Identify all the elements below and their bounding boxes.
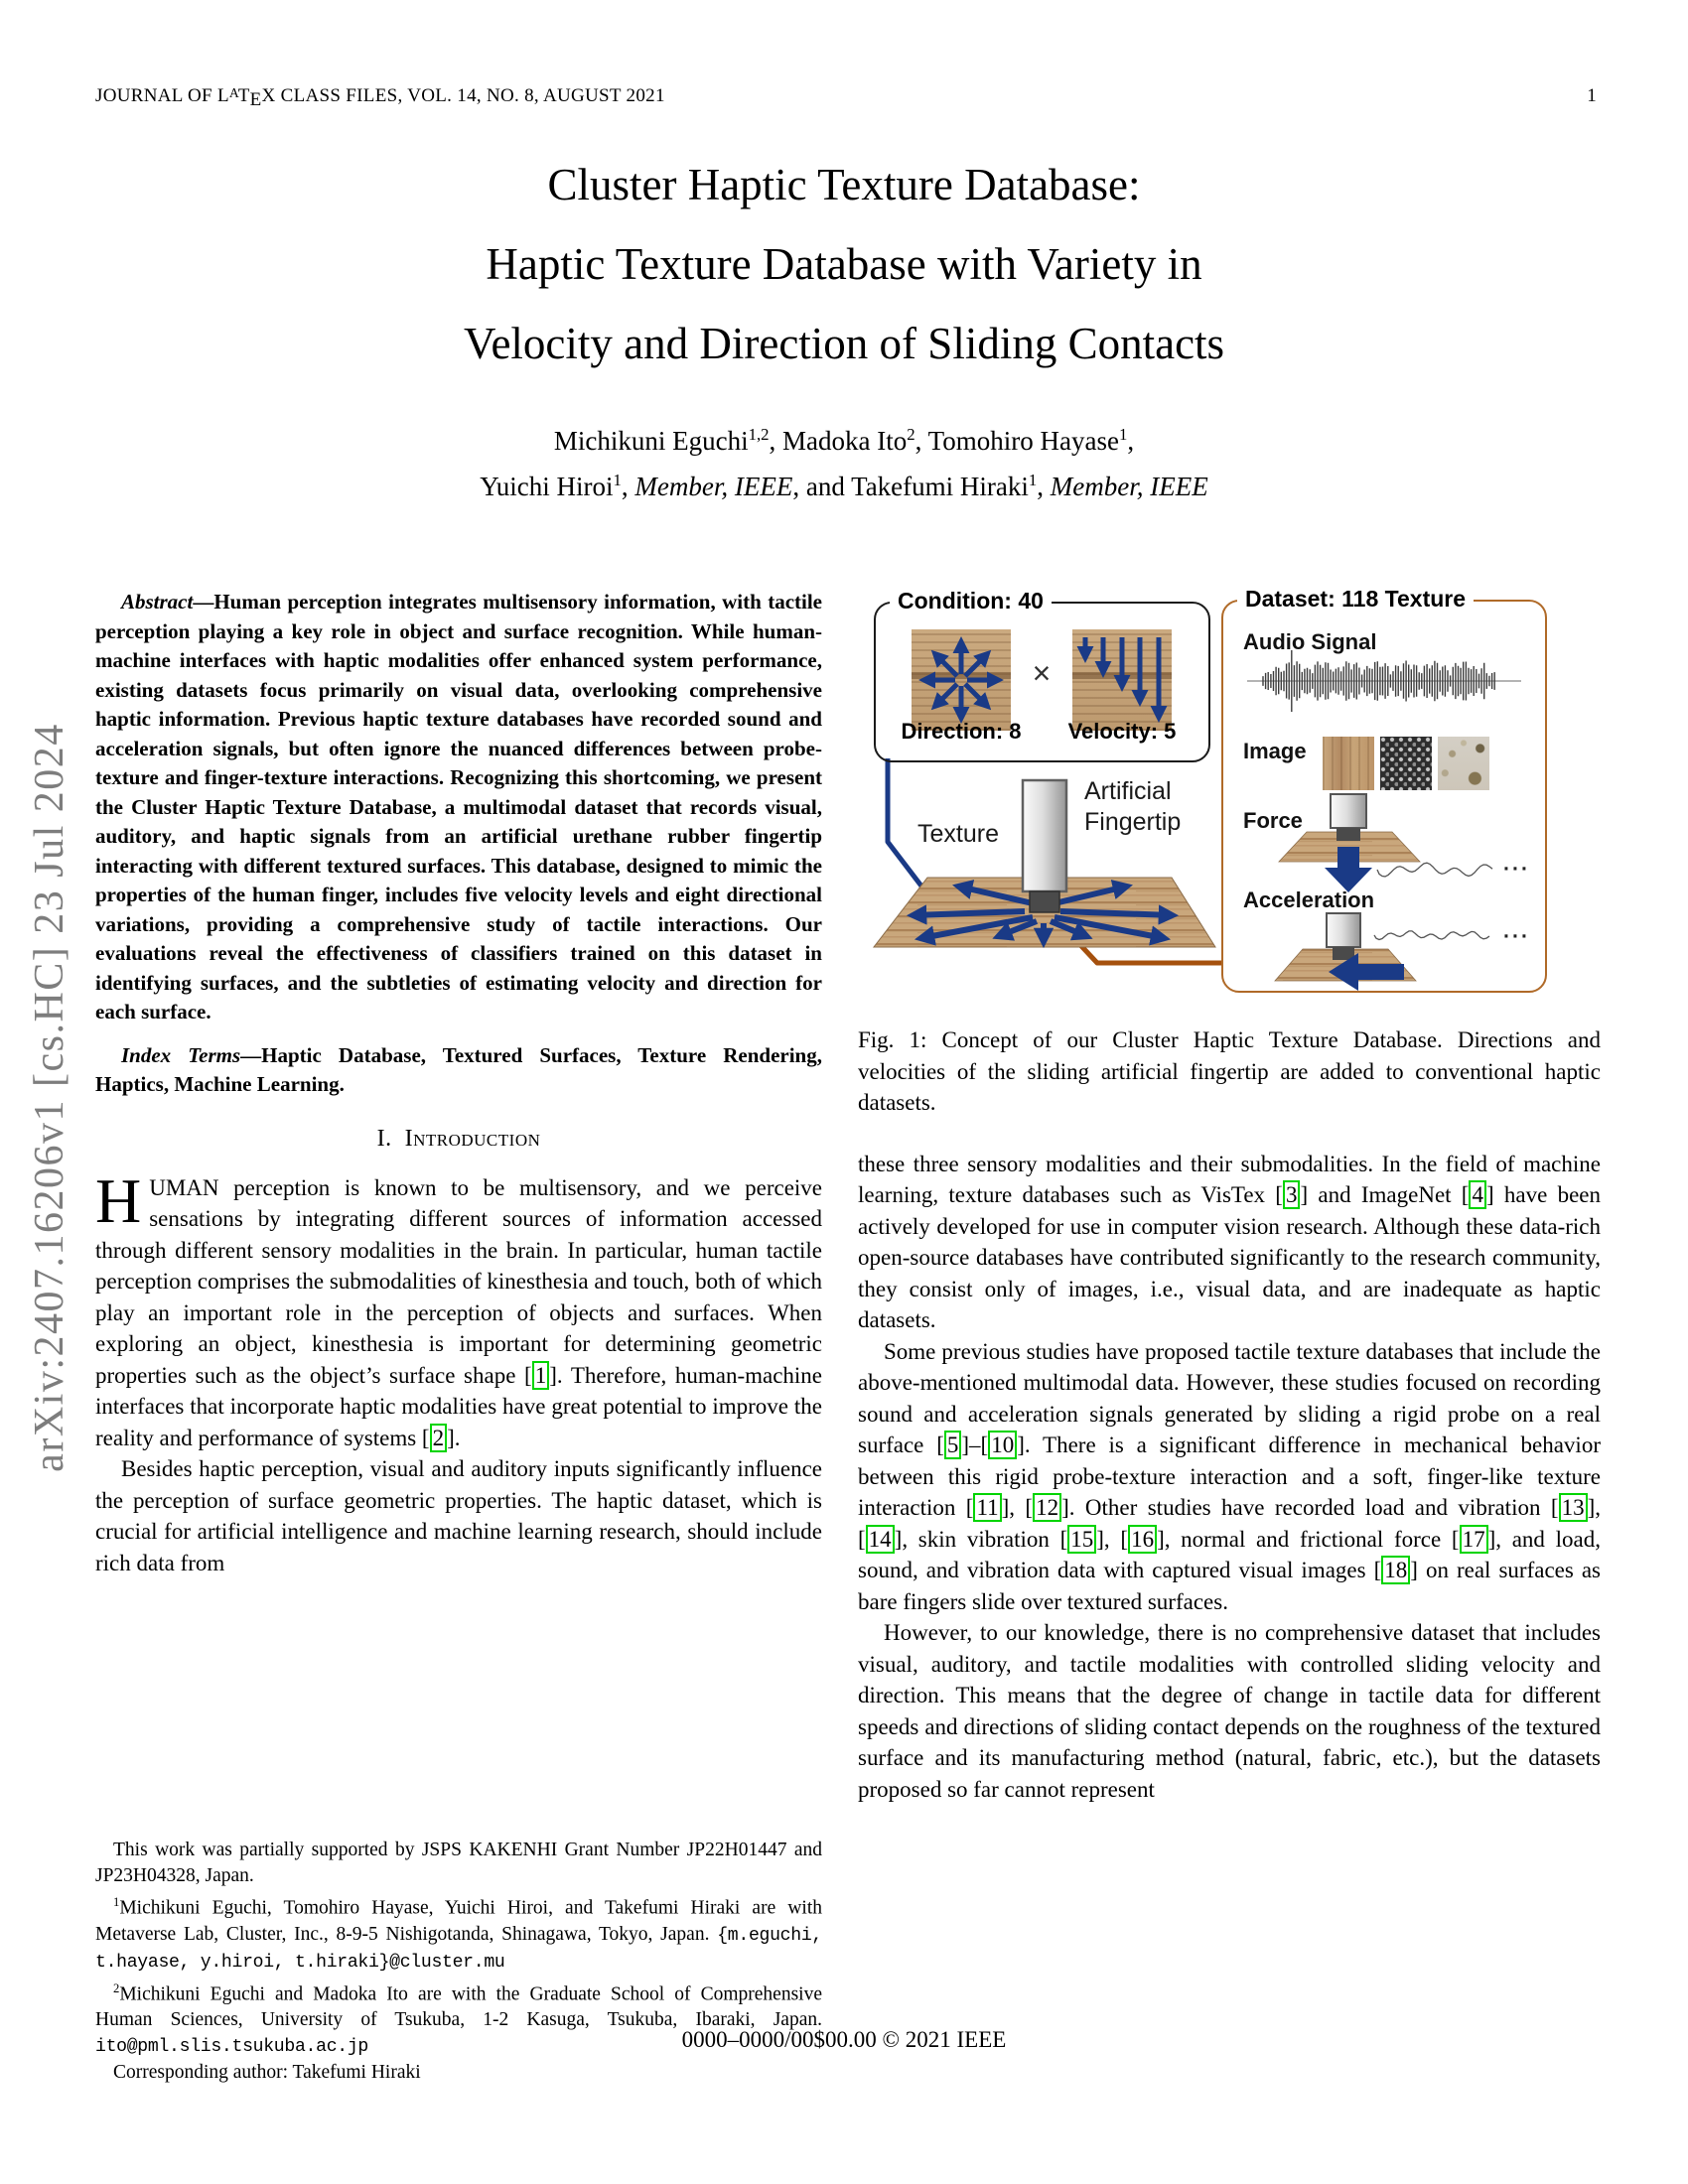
- drop-cap: H: [95, 1164, 142, 1236]
- citation-link[interactable]: 1: [531, 1360, 550, 1390]
- citation-link[interactable]: 18: [1381, 1556, 1411, 1584]
- acceleration-left-arrow: [1329, 953, 1404, 991]
- acceleration-ellipsis: ···: [1503, 925, 1530, 948]
- image-label: Image: [1243, 739, 1307, 763]
- title-line-2: Haptic Texture Database with Variety in: [486, 239, 1202, 289]
- citation-link[interactable]: 13: [1558, 1493, 1588, 1522]
- paper-title: Cluster Haptic Texture Database: Haptic …: [0, 145, 1688, 383]
- artificial-fingertip-label: Artificial Fingertip: [1084, 777, 1182, 836]
- dataset-graphics: [1247, 650, 1521, 991]
- section-heading-introduction: I. Introduction: [376, 1125, 541, 1152]
- force-label: Force: [1243, 808, 1303, 833]
- title-line-1: Cluster Haptic Texture Database:: [547, 160, 1141, 209]
- acceleration-label: Acceleration: [1243, 887, 1375, 912]
- figure-1: Condition: 40: [858, 582, 1601, 1017]
- citation-link[interactable]: 2: [429, 1423, 448, 1452]
- acceleration-scene: [1274, 912, 1490, 991]
- audio-signal-label: Audio Signal: [1243, 629, 1377, 654]
- abstract-text: —Human perception integrates multisensor…: [95, 590, 822, 1024]
- condition-box: Condition: 40: [874, 588, 1210, 762]
- direction-count-label: Direction: 8: [901, 719, 1022, 744]
- velocity-count-label: Velocity: 5: [1067, 719, 1177, 744]
- first-page-footnotes: This work was partially supported by JSP…: [95, 1838, 822, 2086]
- dataset-box-title: Dataset: 118 Texture: [1237, 586, 1475, 613]
- velocity-arrows-icon: [1076, 637, 1168, 723]
- force-ellipsis: ···: [1503, 858, 1530, 881]
- citation-link[interactable]: 10: [988, 1431, 1018, 1459]
- acceleration-signal: [1373, 930, 1490, 941]
- multiplication-sign: ×: [1032, 655, 1052, 691]
- condition-box-title: Condition: 40: [890, 588, 1052, 614]
- right-paragraph-1: these three sensory modalities and their…: [858, 1151, 1601, 1333]
- index-terms-text: —Haptic Database, Textured Surfaces, Tex…: [95, 1042, 822, 1097]
- affiliation-footnote-2: 2Michikuni Eguchi and Madoka Ito are wit…: [95, 1980, 822, 2058]
- citation-link[interactable]: 4: [1469, 1180, 1486, 1209]
- citation-link[interactable]: 16: [1128, 1524, 1158, 1554]
- citation-link[interactable]: 15: [1067, 1524, 1097, 1554]
- author-line-1: Michikuni Eguchi1,2, Madoka Ito2, Tomohi…: [553, 425, 1135, 456]
- figure-scene-graphic: [872, 758, 1221, 966]
- intro-paragraph-2: Besides haptic perception, visual and au…: [95, 1456, 822, 1575]
- sliding-direction-arrows: [906, 880, 1180, 949]
- abstract: Abstract—Human perception integrates mul…: [95, 588, 822, 1027]
- citation-link[interactable]: 5: [943, 1431, 962, 1459]
- audio-waveform: [1262, 650, 1495, 712]
- dataset-box: Dataset: 118 Texture: [1221, 586, 1547, 993]
- index-terms: Index Terms—Haptic Database, Textured Su…: [95, 1041, 822, 1100]
- force-signal: [1376, 862, 1493, 878]
- direction-texture-square: [912, 629, 1011, 731]
- right-column: Condition: 40: [858, 582, 1601, 1805]
- page-number: 1: [1587, 85, 1597, 106]
- citation-link[interactable]: 3: [1282, 1180, 1301, 1209]
- texture-label: Texture: [917, 820, 999, 848]
- artificial-fingertip-graphic: [1021, 778, 1068, 913]
- funding-footnote: This work was partially supported by JSP…: [95, 1840, 822, 1886]
- author-list: Michikuni Eguchi1,2, Madoka Ito2, Tomohi…: [0, 415, 1688, 506]
- velocity-texture-square: [1072, 629, 1172, 731]
- texture-thumbnail-wood: [1323, 737, 1374, 790]
- journal-name: JOURNAL OF LATEX CLASS FILES, VOL. 14, N…: [95, 85, 665, 111]
- citation-link[interactable]: 14: [865, 1524, 895, 1554]
- affiliation-footnote-1: 1Michikuni Eguchi, Tomohiro Hayase, Yuic…: [95, 1895, 822, 1973]
- texture-thumbnail-mesh: [1380, 737, 1432, 790]
- left-column: Abstract—Human perception integrates mul…: [95, 588, 822, 1578]
- citation-link[interactable]: 17: [1459, 1524, 1488, 1554]
- arxiv-watermark: arXiv:2407.16206v1 [cs.HC] 23 Jul 2024: [27, 723, 72, 1472]
- direction-arrows-icon: [918, 636, 1004, 724]
- citation-link[interactable]: 11: [973, 1493, 1002, 1522]
- index-terms-label: Index Terms: [121, 1042, 241, 1067]
- abstract-label: Abstract: [121, 590, 194, 614]
- citation-link[interactable]: 12: [1033, 1493, 1062, 1522]
- force-down-arrow: [1325, 847, 1372, 892]
- author-line-2: Yuichi Hiroi1, Member, IEEE, and Takefum…: [480, 471, 1208, 501]
- right-paragraph-3: However, to our knowledge, there is no c…: [858, 1620, 1601, 1802]
- corresponding-author-footnote: Corresponding author: Takefumi Hiraki: [113, 2062, 421, 2083]
- figure-1-caption: Fig. 1: Concept of our Cluster Haptic Te…: [858, 1027, 1601, 1115]
- force-scene: [1278, 793, 1493, 892]
- title-line-3: Velocity and Direction of Sliding Contac…: [463, 319, 1225, 368]
- right-paragraph-2: Some previous studies have proposed tact…: [858, 1338, 1601, 1614]
- texture-thumbnail-stone: [1438, 737, 1489, 790]
- copyright-footer: 0000–0000/00$00.00 © 2021 IEEE: [681, 2027, 1007, 2052]
- page-header: JOURNAL OF LATEX CLASS FILES, VOL. 14, N…: [95, 85, 1597, 111]
